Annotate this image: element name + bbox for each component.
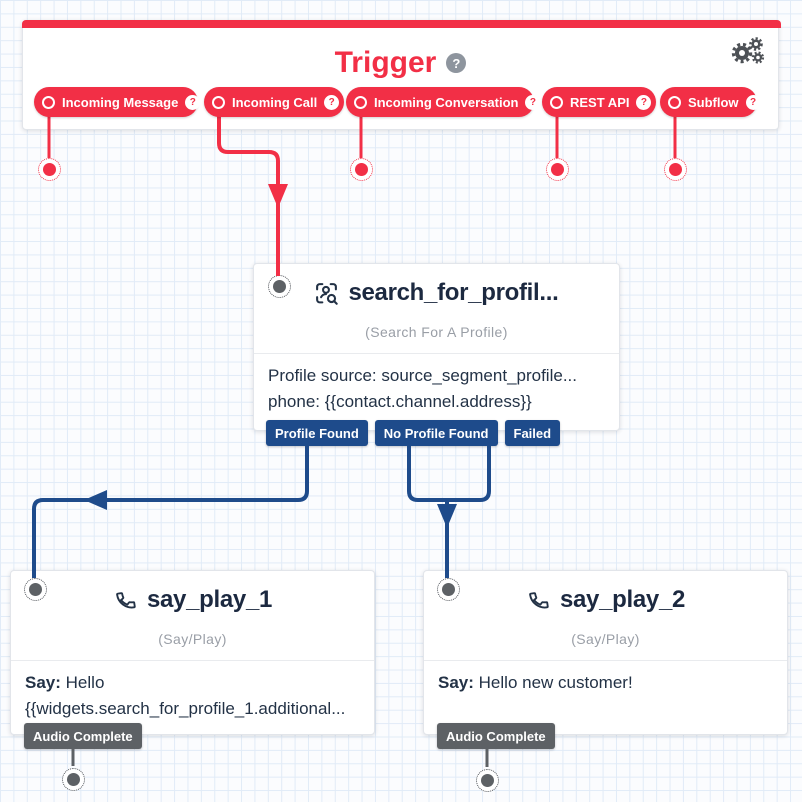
connector-no-profile-found[interactable] <box>407 445 447 502</box>
transition-profile-found-button[interactable]: Profile Found <box>266 420 368 446</box>
widget-body: Say: Hello new customer! <box>424 661 787 696</box>
widget-say-play-2[interactable]: say_play_2 (Say/Play) Say: Hello new cus… <box>423 570 788 749</box>
say-label: Say: <box>438 673 474 692</box>
connector-handle-icon <box>212 95 225 109</box>
widget-type-label: (Search For A Profile) <box>365 324 508 340</box>
widget-title: say_play_2 <box>559 586 686 613</box>
trigger-pill-incoming-conversation[interactable]: Incoming Conversation ? <box>346 87 541 117</box>
connector-dot-incoming-message[interactable] <box>37 157 61 181</box>
transition-audio-complete-button[interactable]: Audio Complete <box>24 723 142 749</box>
widget-title: say_play_1 <box>146 586 273 613</box>
connector-dot-rest-api[interactable] <box>545 157 569 181</box>
connector-dot-in-say-play-2[interactable] <box>436 577 460 601</box>
arrowhead-incoming-call <box>268 184 288 208</box>
connector-dot-subflow[interactable] <box>663 157 687 181</box>
trigger-accent-bar <box>22 20 781 28</box>
phone-icon <box>116 591 136 608</box>
divider <box>254 353 619 354</box>
body-line: Profile source: source_segment_profile..… <box>268 366 577 385</box>
body-line: Say: Hello <box>25 670 360 696</box>
transition-buttons: Audio Complete <box>24 723 142 749</box>
connector-handle-icon <box>354 95 367 109</box>
arrowhead-profile-found <box>84 490 107 510</box>
widget-body: Profile source: source_segment_profile..… <box>254 354 619 415</box>
connector-incoming-call-to-search[interactable] <box>217 116 280 276</box>
connector-handle-icon <box>668 95 681 109</box>
widget-body: Say: Hello {{widgets.search_for_profile_… <box>11 661 374 722</box>
divider <box>424 660 787 661</box>
connector-dot-in-say-play-1[interactable] <box>23 577 47 601</box>
transition-failed-button[interactable]: Failed <box>504 420 561 446</box>
widget-title-row: search_for_profil... <box>254 264 619 310</box>
phone-icon <box>529 591 549 608</box>
divider <box>11 660 374 661</box>
transition-buttons: Audio Complete <box>437 723 555 749</box>
body-line: Say: Hello new customer! <box>438 670 773 696</box>
transition-no-profile-found-button[interactable]: No Profile Found <box>374 420 498 446</box>
body-line: phone: {{contact.channel.address}} <box>268 392 532 411</box>
pill-label: Incoming Call <box>232 94 318 110</box>
transition-audio-complete-button[interactable]: Audio Complete <box>437 723 555 749</box>
help-icon[interactable]: ? <box>636 94 652 110</box>
trigger-title: Trigger <box>334 46 437 79</box>
help-icon[interactable]: ? <box>745 94 761 110</box>
trigger-settings-button[interactable] <box>729 36 767 73</box>
pill-label: REST API <box>570 94 630 110</box>
trigger-pill-incoming-message[interactable]: Incoming Message ? <box>34 87 201 117</box>
pill-label: Subflow <box>688 94 739 110</box>
say-text: Hello new customer! <box>478 673 633 692</box>
widget-title: search_for_profil... <box>348 279 559 306</box>
transition-buttons: Profile Found No Profile Found Failed <box>266 420 561 446</box>
trigger-pill-incoming-call[interactable]: Incoming Call ? <box>204 87 344 117</box>
widget-search-for-profile[interactable]: search_for_profil... (Search For A Profi… <box>253 263 620 446</box>
widget-type-label: (Say/Play) <box>158 631 227 647</box>
say-label: Say: <box>25 673 61 692</box>
pill-label: Incoming Conversation <box>374 94 519 110</box>
arrowhead-say-play-2 <box>437 504 457 528</box>
body-line: {{widgets.search_for_profile_1.additiona… <box>25 699 346 718</box>
widget-title-row: say_play_1 <box>11 571 374 617</box>
connector-handle-icon <box>42 95 55 109</box>
trigger-title-row: Trigger ? <box>23 21 778 80</box>
pill-label: Incoming Message <box>62 94 179 110</box>
say-text: Hello <box>65 673 105 692</box>
connector-dot-out-say-play-2[interactable] <box>475 768 499 792</box>
trigger-pill-subflow[interactable]: Subflow ? <box>660 87 761 117</box>
search-profile-icon <box>316 282 339 305</box>
help-icon[interactable]: ? <box>185 94 201 110</box>
connector-failed[interactable] <box>447 445 491 502</box>
widget-type-label: (Say/Play) <box>571 631 640 647</box>
trigger-pill-rest-api[interactable]: REST API ? <box>542 87 656 117</box>
help-icon[interactable]: ? <box>525 94 541 110</box>
connector-dot-in-search[interactable] <box>267 274 291 298</box>
connector-handle-icon <box>550 95 563 109</box>
widget-title-row: say_play_2 <box>424 571 787 617</box>
help-icon[interactable]: ? <box>324 94 340 110</box>
widget-say-play-1[interactable]: say_play_1 (Say/Play) Say: Hello {{widge… <box>10 570 375 749</box>
connector-dot-out-say-play-1[interactable] <box>61 767 85 791</box>
connector-profile-found-to-say-play-1[interactable] <box>32 445 309 578</box>
settings-gears-icon <box>731 37 765 64</box>
trigger-help-icon[interactable]: ? <box>446 53 467 73</box>
connector-dot-incoming-conversation[interactable] <box>349 157 373 181</box>
